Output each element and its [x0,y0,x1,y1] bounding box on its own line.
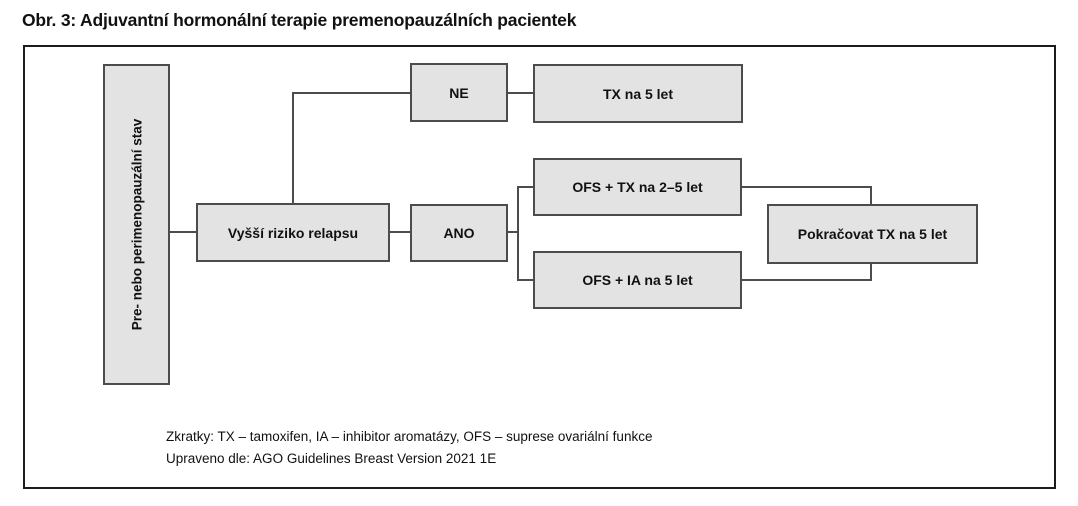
connector-fork-to-ofs-ia [519,279,533,281]
connector-fork-vertical [517,186,519,281]
connector-up-to-no [294,92,410,94]
node-ofs-tx-2-5-years: OFS + TX na 2–5 let [533,158,742,216]
node-ofs-tx-2-5-years-label: OFS + TX na 2–5 let [572,179,703,195]
node-no-label: NE [449,84,469,101]
node-continue-tx-5-years: Pokračovat TX na 5 let [767,204,978,264]
node-continue-tx-5-years-label: Pokračovat TX na 5 let [797,226,948,242]
node-no: NE [410,63,508,122]
node-yes-label: ANO [443,225,475,241]
node-premenopausal-state: Pre- nebo perimenopauzální stav [103,64,170,385]
node-ofs-ia-5-years: OFS + IA na 5 let [533,251,742,309]
connector-merge-down [870,188,872,204]
footnote: Zkratky: TX – tamoxifen, IA – inhibitor … [166,426,652,470]
node-higher-relapse-risk-label: Vyšší riziko relapsu [227,224,359,241]
connector-ofs-ia-right [742,279,872,281]
node-tx-5-years: TX na 5 let [533,64,743,123]
node-higher-relapse-risk: Vyšší riziko relapsu [196,203,390,262]
node-yes: ANO [410,204,508,262]
connector-ofs-tx-right [742,186,872,188]
footnote-source: Upraveno dle: AGO Guidelines Breast Vers… [166,451,497,466]
node-premenopausal-state-label: Pre- nebo perimenopauzální stav [129,118,144,331]
connector-no-to-tx [508,92,533,94]
connector-state-to-risk [169,231,196,233]
connector-fork-to-ofs-tx [519,186,533,188]
node-tx-5-years-label: TX na 5 let [602,85,674,102]
connector-merge-up [870,264,872,281]
figure-title: Obr. 3: Adjuvantní hormonální terapie pr… [22,10,577,30]
connector-risk-to-yes [390,231,410,233]
footnote-abbreviations: Zkratky: TX – tamoxifen, IA – inhibitor … [166,429,653,444]
node-ofs-ia-5-years-label: OFS + IA na 5 let [582,272,693,288]
connector-risk-up-vertical [292,92,294,203]
connector-yes-stub [508,231,519,233]
